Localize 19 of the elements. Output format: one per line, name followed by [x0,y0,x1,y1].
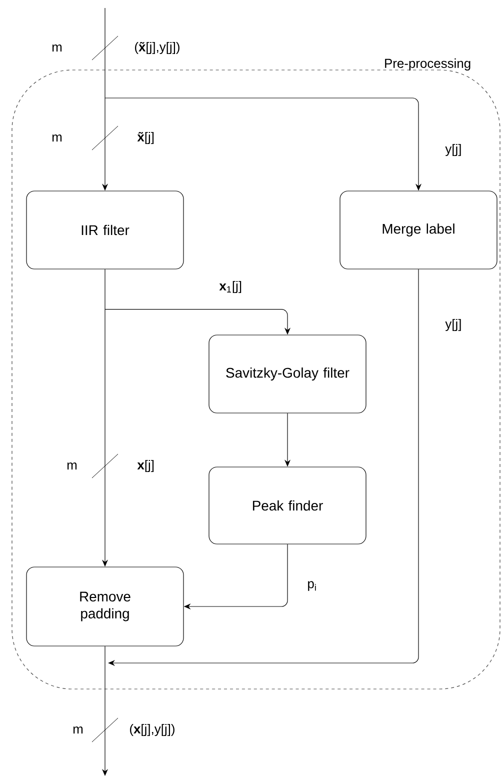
signal-label: y[j] [445,144,461,156]
signal-label: (x[j],y[j]) [130,724,174,736]
process-box: Remove padding [26,566,184,646]
node-label: Pre-processing [385,58,470,71]
signal-label: x$_{1}$[j] [219,280,242,294]
signal-label: m [73,726,83,734]
signal-label: y[j] [445,318,461,332]
signal-label: p$_{i}$ [308,581,316,591]
signal-label: x̃[j] [137,132,154,144]
signal-label: x[j] [137,460,154,472]
signal-label: m [52,134,62,142]
signal-label: m [52,44,62,52]
signal-label: m [67,462,77,470]
arrow [108,269,419,666]
process-box: Savitzky-Golay filter [208,334,366,414]
process-box: Peak finder [208,466,366,544]
process-box: IIR filter [26,190,184,270]
signal-label: (x̃[j],y[j]) [135,42,180,54]
process-box: Merge label [340,190,498,270]
